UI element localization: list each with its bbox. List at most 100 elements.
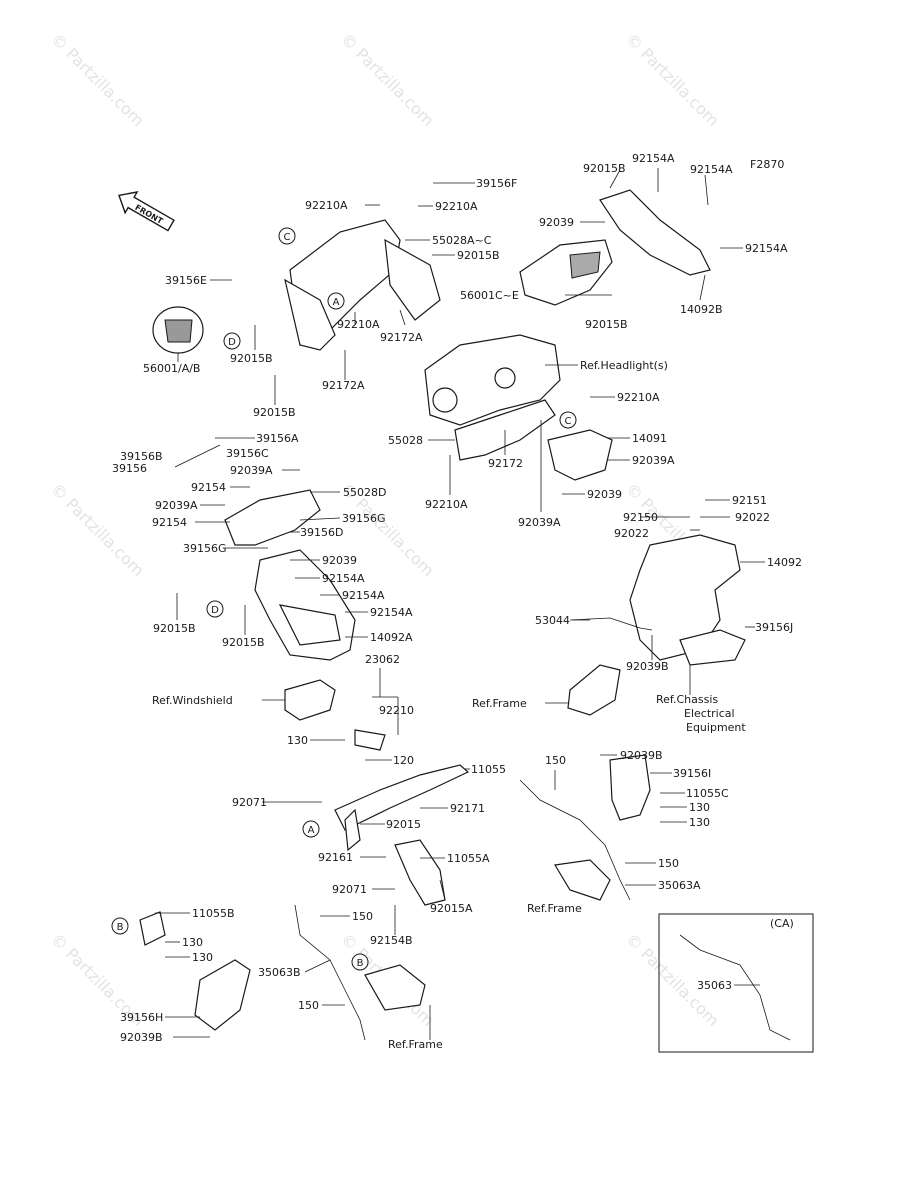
label-92210a: 92210A — [425, 498, 468, 511]
ref-marker-b: B — [117, 922, 124, 933]
label-14091: 14091 — [632, 432, 667, 445]
label-92015b: 92015B — [230, 352, 273, 365]
label-39156h: 39156H — [120, 1011, 163, 1024]
watermark: © Partzilla.com — [47, 29, 148, 130]
label-39156d: 39156D — [300, 526, 343, 539]
label-92039b: 92039B — [120, 1031, 163, 1044]
label-92172a: 92172A — [380, 331, 423, 344]
ref-marker-c: C — [565, 416, 572, 427]
label-ref-frame: Ref.Frame — [388, 1038, 443, 1051]
label-120: 120 — [393, 754, 414, 767]
label-39156g: 39156G — [342, 512, 386, 525]
label-92015: 92015 — [386, 818, 421, 831]
ref-marker-d: D — [211, 605, 219, 616]
label-14092b: 14092B — [680, 303, 723, 316]
label-39156j: 39156J — [755, 621, 793, 634]
label-39156: 39156 — [112, 462, 147, 475]
part-labels: 39156F 92015B 92154A 92154A 92210A 92210… — [112, 152, 802, 1051]
label-92154: 92154 — [191, 481, 226, 494]
ref-marker-d: D — [228, 337, 236, 348]
label-92154a: 92154A — [690, 163, 733, 176]
label-92015b: 92015B — [585, 318, 628, 331]
label-92039: 92039 — [322, 554, 357, 567]
ref-marker-a: A — [333, 297, 340, 308]
label-35063: 35063 — [697, 979, 732, 992]
label-ref-chassis: Equipment — [686, 721, 746, 734]
label-11055c: 11055C — [686, 787, 729, 800]
label-14092a: 14092A — [370, 631, 413, 644]
label-23062: 23062 — [365, 653, 400, 666]
label-92154b: 92154B — [370, 934, 413, 947]
label-92022: 92022 — [614, 527, 649, 540]
label-92210: 92210 — [379, 704, 414, 717]
label-ref-frame: Ref.Frame — [527, 902, 582, 915]
label-150: 150 — [352, 910, 373, 923]
ca-inset-box — [658, 913, 814, 1053]
label-92210a: 92210A — [435, 200, 478, 213]
label-39156c: 39156C — [226, 447, 269, 460]
label-39156a: 39156A — [256, 432, 299, 445]
label-ref-chassis: Electrical — [684, 707, 735, 720]
label-92172: 92172 — [488, 457, 523, 470]
watermark: © Partzilla.com — [622, 29, 723, 130]
label-92039a: 92039A — [632, 454, 675, 467]
label-92039b: 92039B — [620, 749, 663, 762]
label-92039b: 92039B — [626, 660, 669, 673]
label-92015b: 92015B — [457, 249, 500, 262]
label-35063b: 35063B — [258, 966, 301, 979]
label-55028d: 55028D — [343, 486, 386, 499]
label-39156b: 39156B — [120, 450, 163, 463]
label-150: 150 — [658, 857, 679, 870]
label-92154a: 92154A — [745, 242, 788, 255]
label-92154a: 92154A — [370, 606, 413, 619]
label-130: 130 — [287, 734, 308, 747]
label-53044: 53044 — [535, 614, 570, 627]
label-ref-chassis: Ref.Chassis — [656, 693, 718, 706]
label-130: 130 — [182, 936, 203, 949]
label-92022: 92022 — [735, 511, 770, 524]
label-92039: 92039 — [539, 216, 574, 229]
label-92039a: 92039A — [155, 499, 198, 512]
label-14092: 14092 — [767, 556, 802, 569]
label-39156e: 39156E — [165, 274, 207, 287]
label-35063a: 35063A — [658, 879, 701, 892]
label-39156f: 39156F — [476, 177, 517, 190]
watermark: © Partzilla.com — [337, 29, 438, 130]
label-92154a: 92154A — [322, 572, 365, 585]
label-92039a: 92039A — [230, 464, 273, 477]
label-56001c-e: 56001C~E — [460, 289, 519, 302]
ref-markers: C A D C D A B B — [111, 227, 577, 971]
label-56001-a-b: 56001/A/B — [143, 362, 200, 375]
label-ref-windshield: Ref.Windshield — [152, 694, 233, 707]
label-55028a-c: 55028A~C — [432, 234, 492, 247]
label-130: 130 — [689, 816, 710, 829]
label-92210a: 92210A — [617, 391, 660, 404]
label-ref-headlights: Ref.Headlight(s) — [580, 359, 668, 372]
label-92015b: 92015B — [253, 406, 296, 419]
label-92171: 92171 — [450, 802, 485, 815]
label-92151: 92151 — [732, 494, 767, 507]
label-92039: 92039 — [587, 488, 622, 501]
label-ref-frame: Ref.Frame — [472, 697, 527, 710]
label-92015b: 92015B — [583, 162, 626, 175]
label-39156g: 39156G — [183, 542, 227, 555]
label-150: 150 — [545, 754, 566, 767]
ref-marker-b: B — [357, 958, 364, 969]
label-11055a: 11055A — [447, 852, 490, 865]
figure-code: F2870 — [750, 158, 784, 171]
label-92015b: 92015B — [153, 622, 196, 635]
label-39156i: 39156I — [673, 767, 711, 780]
label-92172a: 92172A — [322, 379, 365, 392]
label-92150: 92150 — [623, 511, 658, 524]
watermark: © Partzilla.com — [47, 479, 148, 580]
label-92154a: 92154A — [632, 152, 675, 165]
label-11055b: 11055B — [192, 907, 235, 920]
label-55028: 55028 — [388, 434, 423, 447]
label-92015a: 92015A — [430, 902, 473, 915]
label-92154a: 92154A — [342, 589, 385, 602]
ref-marker-c: C — [284, 232, 291, 243]
front-arrow-icon: FRONT — [118, 191, 175, 232]
leader-lines — [155, 168, 765, 1040]
